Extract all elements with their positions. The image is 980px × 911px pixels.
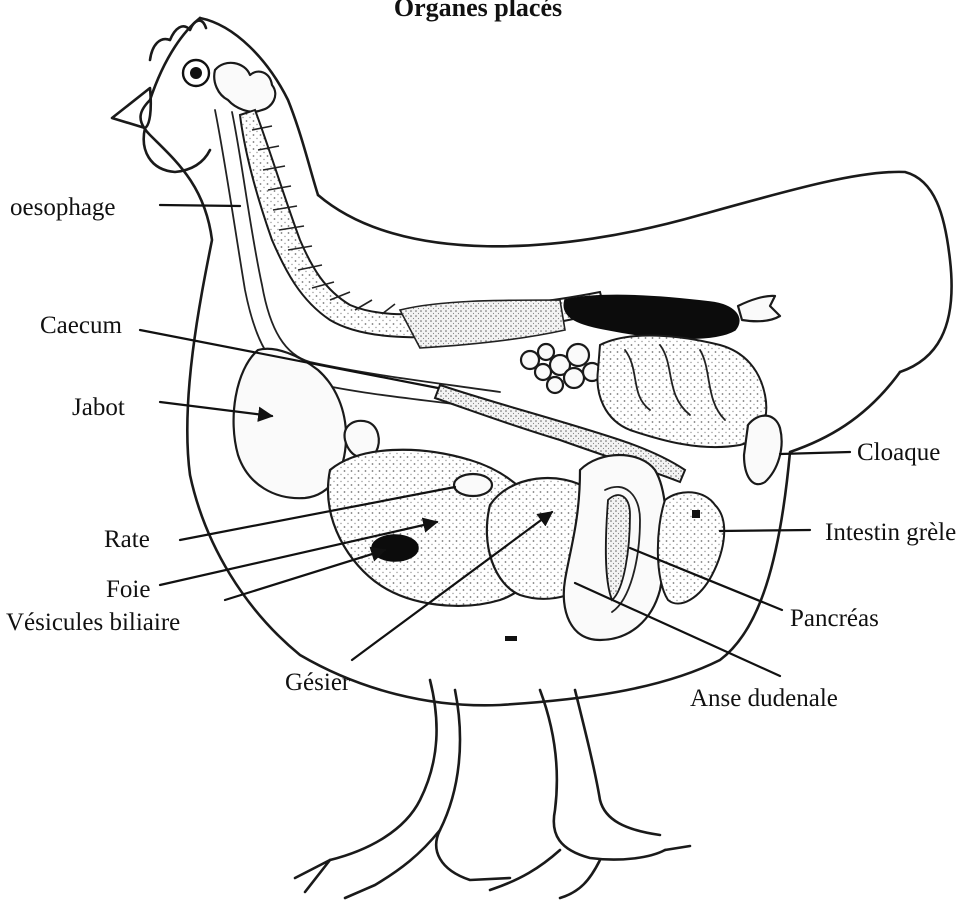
throat-wattle [144, 128, 210, 172]
head-organs [214, 63, 275, 112]
label-foie: Foie [106, 576, 150, 603]
leader-intestin [720, 530, 810, 531]
diagram-title: Organes placés [394, 0, 562, 22]
cloaca [744, 416, 782, 485]
gallbladder [372, 535, 418, 561]
eye-pupil [190, 67, 202, 79]
label-pancreas: Pancréas [790, 605, 879, 632]
uropygial-region [738, 296, 780, 321]
label-anse: Anse dudenale [690, 685, 838, 712]
left-foot-toes [295, 830, 440, 898]
right-foot-toes [490, 846, 690, 898]
label-intestin: Intestin grèle [825, 519, 956, 546]
leader-oesophage [160, 205, 240, 206]
label-oesophage: oesophage [10, 194, 116, 221]
lung-region [400, 300, 565, 348]
small-mark [505, 636, 517, 641]
left-leg [330, 680, 510, 880]
label-vesicule: Vésicules biliaire [6, 609, 180, 636]
label-cloaque: Cloaque [857, 439, 940, 466]
intestine-mark [692, 510, 700, 518]
spleen-rate [454, 474, 492, 496]
leader-vesicule [225, 550, 385, 600]
intestine-coils-upper [597, 336, 766, 448]
small-intestine [658, 492, 724, 603]
kidney [564, 296, 739, 339]
label-gesier: Gésier [285, 669, 351, 696]
label-rate: Rate [104, 526, 150, 553]
right-leg [540, 690, 665, 860]
ovary-cluster [521, 344, 601, 393]
label-jabot: Jabot [72, 394, 125, 421]
label-caecum: Caecum [40, 312, 122, 339]
